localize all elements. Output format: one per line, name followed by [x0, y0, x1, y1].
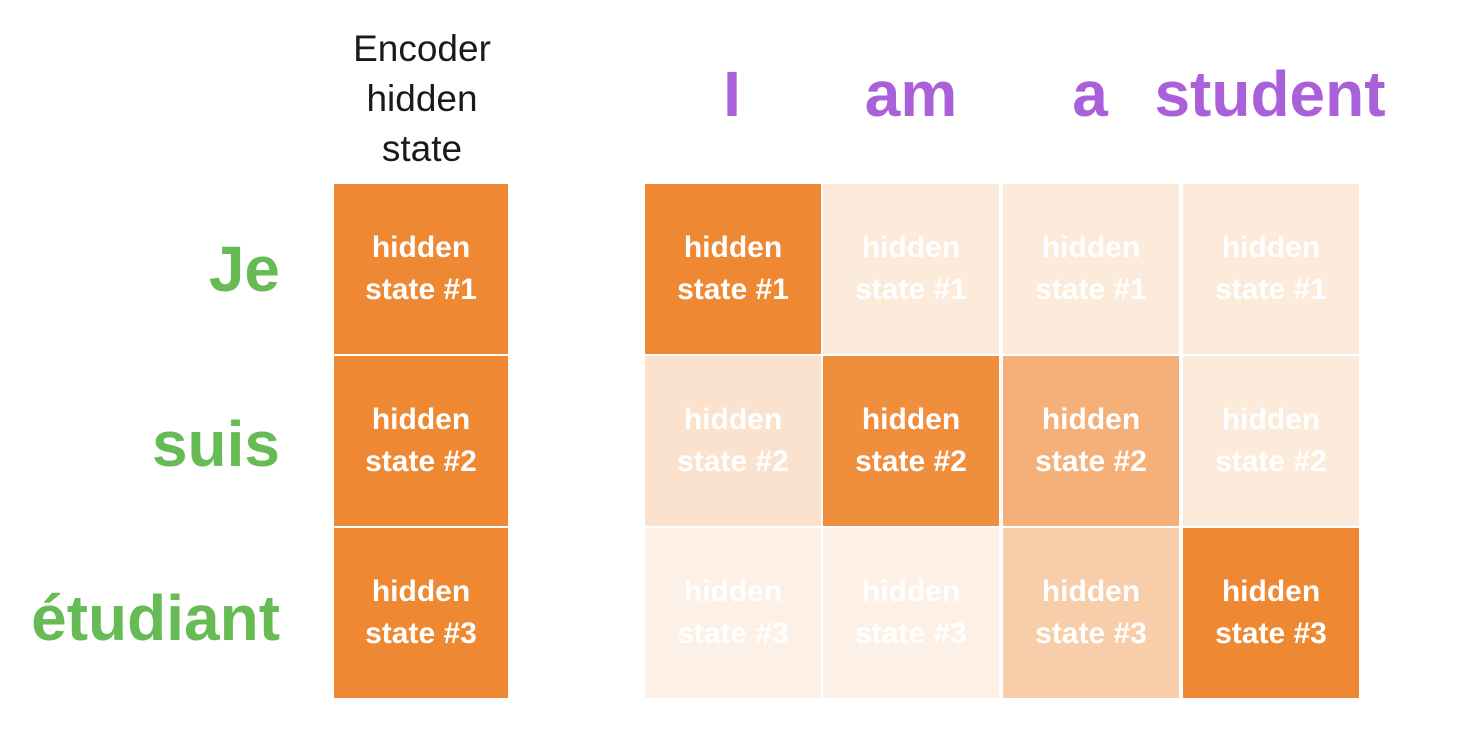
attention-cell-r1-c4: hidden state #1 [1183, 184, 1359, 354]
attention-cell-label: hidden state #1 [677, 231, 789, 306]
encoder-hidden-state-title: Encoder hidden state [353, 28, 491, 169]
encoder-hidden-state-label: hidden state #3 [365, 575, 477, 650]
source-word-etudiant: étudiant [31, 582, 280, 654]
attention-cell-r3-c3: hidden state #3 [1003, 528, 1179, 698]
attention-cell-label: hidden state #3 [1215, 575, 1327, 650]
target-word-student: student [1154, 58, 1386, 130]
encoder-hidden-state-2: hidden state #2 [334, 356, 508, 526]
target-word-am: am [864, 58, 958, 130]
target-word-a: a [1072, 58, 1108, 130]
attention-cell-r2-c3: hidden state #2 [1003, 356, 1179, 526]
attention-cell-label: hidden state #1 [1035, 231, 1147, 306]
attention-cell-label: hidden state #1 [855, 231, 967, 306]
attention-cell-r3-c4: hidden state #3 [1183, 528, 1359, 698]
encoder-hidden-state-label: hidden state #2 [365, 403, 477, 478]
attention-cell-label: hidden state #3 [855, 575, 967, 650]
attention-cell-label: hidden state #1 [1215, 231, 1327, 306]
attention-cell-label: hidden state #2 [855, 403, 967, 478]
attention-cell-r2-c1: hidden state #2 [645, 356, 821, 526]
attention-cell-label: hidden state #3 [1035, 575, 1147, 650]
attention-cell-r3-c2: hidden state #3 [823, 528, 999, 698]
attention-cell-r3-c1: hidden state #3 [645, 528, 821, 698]
attention-cell-label: hidden state #3 [677, 575, 789, 650]
encoder-hidden-state-3: hidden state #3 [334, 528, 508, 698]
source-word-je: Je [208, 233, 280, 305]
target-word-i: I [723, 58, 741, 130]
attention-cell-label: hidden state #2 [1035, 403, 1147, 478]
attention-cell-r1-c1: hidden state #1 [645, 184, 821, 354]
attention-cell-r2-c2: hidden state #2 [823, 356, 999, 526]
attention-cell-label: hidden state #2 [677, 403, 789, 478]
attention-cell-r1-c2: hidden state #1 [823, 184, 999, 354]
encoder-hidden-state-1: hidden state #1 [334, 184, 508, 354]
source-word-suis: suis [151, 408, 280, 480]
encoder-hidden-state-label: hidden state #1 [365, 231, 477, 306]
attention-cell-r2-c4: hidden state #2 [1183, 356, 1359, 526]
attention-cell-r1-c3: hidden state #1 [1003, 184, 1179, 354]
attention-cell-label: hidden state #2 [1215, 403, 1327, 478]
